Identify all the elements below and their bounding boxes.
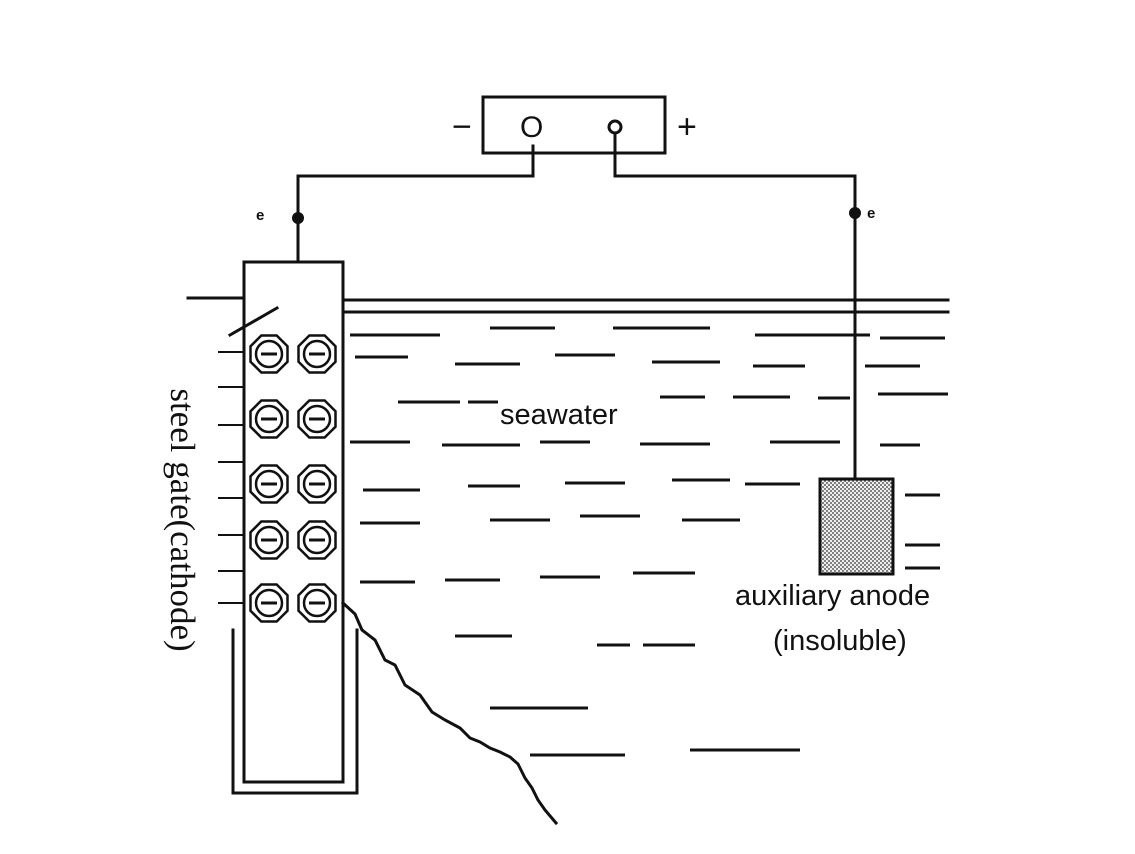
wire-to-cathode: [296, 144, 535, 264]
negative-terminal-label: O: [520, 111, 544, 144]
anode-label-line2: (insoluble): [773, 625, 907, 657]
negative-charge-symbol: [249, 464, 289, 504]
gate-support: [231, 628, 359, 795]
negative-charge-symbol: [249, 583, 289, 623]
right-junction-dot: [849, 207, 861, 219]
electron-label-right: e: [867, 205, 876, 222]
negative-charge-symbol: [297, 464, 337, 504]
negative-charge-symbol: [249, 399, 289, 439]
left-junction-dot: [292, 212, 304, 224]
power-supply-box: [481, 95, 667, 155]
gate-ticks: [218, 351, 244, 604]
negative-charge-symbol: [249, 334, 289, 374]
negative-charge-symbol: [297, 583, 337, 623]
negative-charge-symbol: [297, 399, 337, 439]
negative-charge-symbol: [297, 520, 337, 560]
plus-sign: +: [677, 108, 697, 146]
seawater-label: seawater: [500, 399, 618, 431]
anode-label-line1: auxiliary anode: [735, 580, 931, 612]
steel-gate-label: steel gate(cathode): [163, 388, 202, 652]
charge-symbols: [249, 334, 337, 623]
electron-label-left: e: [256, 207, 265, 224]
water-dashes: [350, 326, 948, 757]
riverbed-line: [340, 600, 559, 826]
auxiliary-anode: [818, 477, 895, 576]
negative-charge-symbol: [297, 334, 337, 374]
positive-terminal: [607, 119, 623, 135]
wire-to-anode: [613, 131, 857, 480]
negative-charge-symbol: [249, 520, 289, 560]
minus-sign: −: [452, 108, 472, 146]
